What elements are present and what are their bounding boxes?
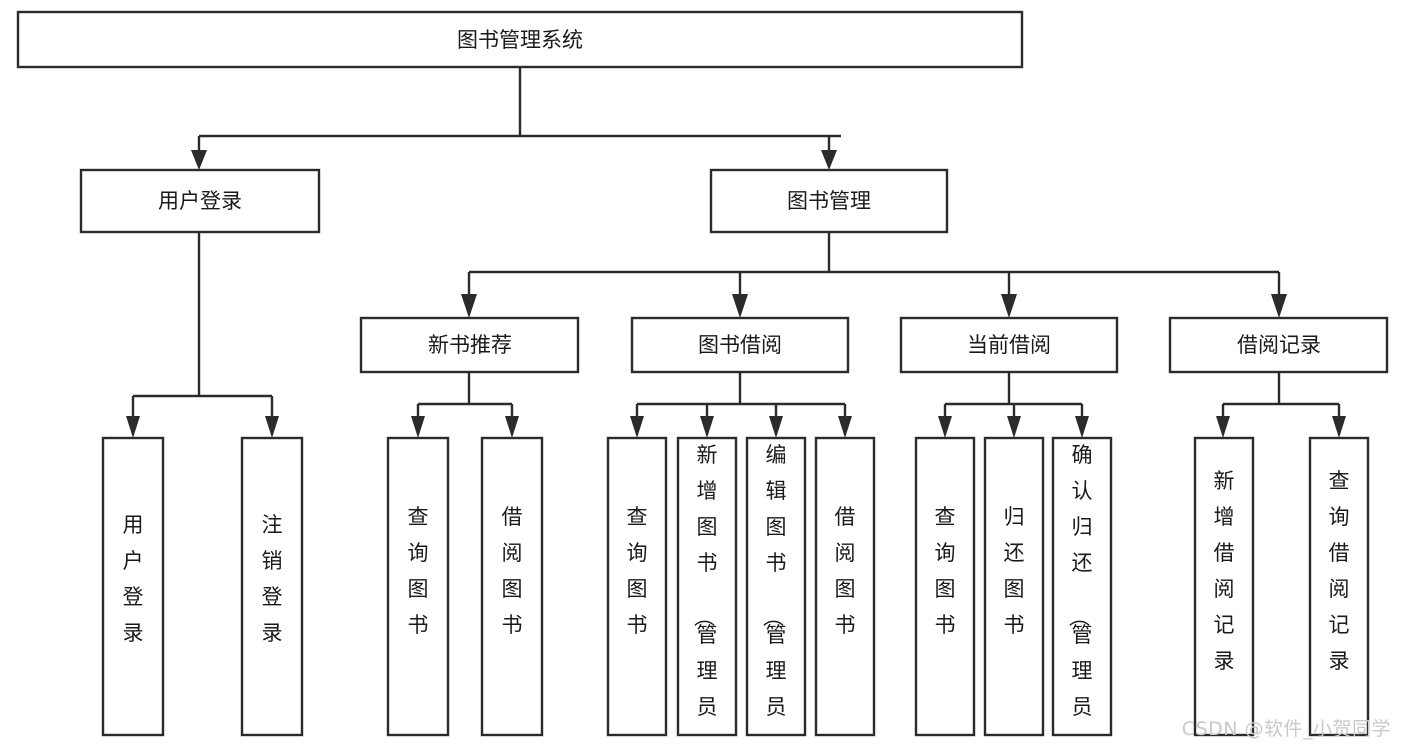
leaf-layer: 用户登录 注销登录 查询图书 借阅图书 查询图书 新增图书 — [101, 436, 1370, 747]
leaf-add-book-box[interactable] — [676, 436, 738, 737]
arrow-user-login — [191, 150, 207, 170]
node-book-borrow-box[interactable] — [630, 316, 850, 374]
leaf-user-login-label: 用户登录 — [123, 513, 144, 645]
leaf-add-book-label: 新增图书（管理员） — [692, 443, 718, 747]
arrow-leaf-logout — [265, 416, 279, 438]
leaf-query-book-borrow-box[interactable] — [606, 436, 668, 737]
node-new-book-recommend[interactable]: 新书推荐 — [359, 316, 580, 374]
leaf-query-book-recommend[interactable]: 查询图书 — [386, 436, 450, 737]
node-current-borrow-label: 当前借阅 — [967, 333, 1051, 357]
arrow-book-borrow — [732, 294, 748, 318]
leaf-query-book-current[interactable]: 查询图书 — [914, 436, 976, 737]
leaf-query-book-borrow-label: 查询图书 — [627, 505, 648, 637]
arrow-book-mgmt — [821, 150, 837, 170]
node-root-box[interactable] — [16, 10, 1024, 69]
arrow-leaf-add-record — [1216, 416, 1230, 438]
arrow-leaf-confirm-return — [1075, 416, 1089, 438]
arrow-leaf-borrow-book-1 — [505, 416, 519, 438]
leaf-query-book-recommend-label: 查询图书 — [408, 505, 429, 637]
arrow-leaf-query-book-1 — [411, 416, 425, 438]
arrow-leaf-query-book-2 — [630, 416, 644, 438]
arrow-leaf-return-book — [1007, 416, 1021, 438]
leaf-borrow-book-borrow-box[interactable] — [814, 436, 876, 737]
leaf-edit-book-box[interactable] — [745, 436, 807, 737]
leaf-query-book-borrow[interactable]: 查询图书 — [606, 436, 668, 737]
leaf-query-book-recommend-box[interactable] — [386, 436, 450, 737]
node-borrow-record[interactable]: 借阅记录 — [1168, 316, 1389, 374]
leaf-logout-label: 注销登录 — [262, 513, 283, 645]
leaf-borrow-book-recommend-box[interactable] — [480, 436, 544, 737]
leaf-query-borrow-record[interactable]: 查询借阅记录 — [1308, 436, 1370, 737]
leaf-borrow-book-borrow-label: 借阅图书 — [835, 505, 856, 637]
node-borrow-record-label: 借阅记录 — [1237, 333, 1321, 357]
leaf-logout-box[interactable] — [240, 436, 304, 737]
leaf-query-book-current-label: 查询图书 — [935, 505, 956, 637]
node-root-label: 图书管理系统 — [457, 28, 583, 52]
leaf-confirm-return-box[interactable] — [1051, 436, 1113, 737]
node-book-management-box[interactable] — [709, 168, 949, 234]
node-book-borrow-label: 图书借阅 — [698, 333, 782, 357]
leaf-confirm-return-label: 确认归还（管理员） — [1067, 443, 1093, 747]
arrow-leaf-add-book — [700, 416, 714, 438]
leaf-query-borrow-record-box[interactable] — [1308, 436, 1370, 737]
arrow-leaf-query-record — [1332, 416, 1346, 438]
leaf-return-book-label: 归还图书 — [1004, 505, 1025, 637]
arrow-leaf-user-login — [126, 416, 140, 438]
leaf-borrow-book-recommend[interactable]: 借阅图书 — [480, 436, 544, 737]
arrow-new-book-recommend — [461, 294, 477, 318]
leaf-logout[interactable]: 注销登录 — [240, 436, 304, 737]
leaf-add-book[interactable]: 新增图书（管理员） — [676, 436, 738, 747]
connector-layer — [126, 67, 1346, 438]
arrow-current-borrow — [1001, 294, 1017, 318]
leaf-user-login-box[interactable] — [101, 436, 165, 737]
csdn-watermark: CSDN @软件_小贺同学 — [1181, 718, 1391, 740]
node-current-borrow[interactable]: 当前借阅 — [899, 316, 1119, 374]
leaf-borrow-book-recommend-label: 借阅图书 — [502, 505, 523, 637]
leaf-add-borrow-record-box[interactable] — [1193, 436, 1255, 737]
leaf-add-borrow-record-label: 新增借阅记录 — [1214, 469, 1235, 673]
leaf-query-borrow-record-label: 查询借阅记录 — [1329, 469, 1350, 673]
leaf-edit-book[interactable]: 编辑图书（管理员） — [745, 436, 807, 747]
arrow-leaf-edit-book — [769, 416, 783, 438]
leaf-query-book-current-box[interactable] — [914, 436, 976, 737]
node-book-management-label: 图书管理 — [787, 189, 871, 213]
arrow-leaf-borrow-book-2 — [838, 416, 852, 438]
node-new-book-recommend-box[interactable] — [359, 316, 580, 374]
node-user-login-box[interactable] — [79, 168, 321, 234]
leaf-return-book[interactable]: 归还图书 — [983, 436, 1045, 737]
node-user-login-label: 用户登录 — [158, 189, 242, 213]
arrow-leaf-query-book-3 — [938, 416, 952, 438]
leaf-edit-book-label: 编辑图书（管理员） — [761, 443, 787, 747]
node-new-book-recommend-label: 新书推荐 — [428, 333, 512, 357]
leaf-borrow-book-borrow[interactable]: 借阅图书 — [814, 436, 876, 737]
node-user-login[interactable]: 用户登录 — [79, 168, 321, 234]
leaf-user-login[interactable]: 用户登录 — [101, 436, 165, 737]
arrow-borrow-record — [1271, 294, 1287, 318]
node-borrow-record-box[interactable] — [1168, 316, 1389, 374]
node-book-borrow[interactable]: 图书借阅 — [630, 316, 850, 374]
leaf-add-borrow-record[interactable]: 新增借阅记录 — [1193, 436, 1255, 737]
leaf-confirm-return[interactable]: 确认归还（管理员） — [1051, 436, 1113, 747]
node-book-management[interactable]: 图书管理 — [709, 168, 949, 234]
node-root[interactable]: 图书管理系统 — [16, 10, 1024, 69]
leaf-return-book-box[interactable] — [983, 436, 1045, 737]
node-current-borrow-box[interactable] — [899, 316, 1119, 374]
